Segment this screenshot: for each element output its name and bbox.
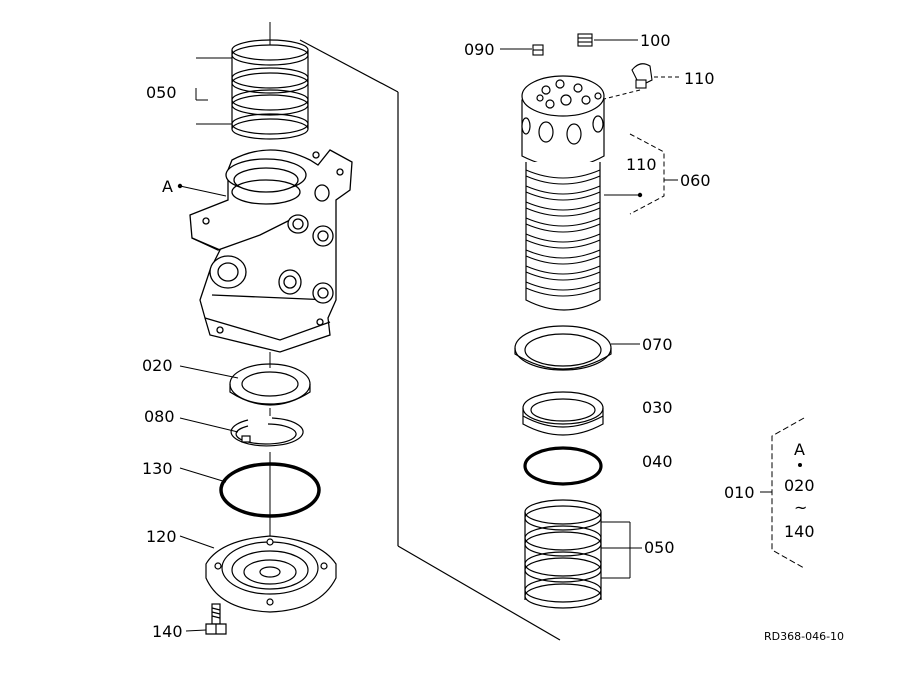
label-130-leader xyxy=(179,467,227,483)
label-080: 080 xyxy=(144,407,175,426)
o-ring-130 xyxy=(219,452,321,540)
label-130: 130 xyxy=(142,459,173,478)
plug-100 xyxy=(577,33,593,47)
label-110-mid: 110 xyxy=(626,155,657,174)
legend-tilde: ~ xyxy=(794,498,807,517)
label-020: 020 xyxy=(142,356,173,375)
bolt-140 xyxy=(205,603,227,635)
bushing-030 xyxy=(522,391,604,436)
label-110-top: 110 xyxy=(684,69,715,88)
label-A-leader xyxy=(179,185,227,197)
seal-ring-stack-top xyxy=(231,22,309,140)
label-070: 070 xyxy=(642,335,673,354)
swivel-housing xyxy=(189,149,353,353)
assembly-frame-lines xyxy=(299,39,561,641)
legend-bracket xyxy=(771,417,805,569)
fitting-110-path xyxy=(599,89,641,101)
label-030: 030 xyxy=(642,398,673,417)
label-140-leader xyxy=(185,629,207,632)
label-020-leader xyxy=(179,365,239,379)
legend-140: 140 xyxy=(784,522,815,541)
legend-A: A xyxy=(794,440,805,459)
label-050-top: 050 xyxy=(146,83,177,102)
label-050-top-bracket xyxy=(195,57,232,125)
label-120: 120 xyxy=(146,527,177,546)
swivel-spool-060 xyxy=(521,75,605,311)
label-050-right-bracket xyxy=(601,521,642,579)
label-100: 100 xyxy=(640,31,671,50)
seal-ring-stack-right xyxy=(524,499,602,609)
spool-ring-grooves xyxy=(525,169,601,297)
label-080-leader xyxy=(179,417,239,433)
thrust-washer-070 xyxy=(514,325,612,371)
flat-washer-020 xyxy=(229,352,311,406)
label-A-dot xyxy=(177,183,183,189)
label-A-left: A xyxy=(162,177,173,196)
drawing-reference: RD368-046-10 xyxy=(764,630,844,643)
o-ring-040 xyxy=(523,446,603,486)
label-090: 090 xyxy=(464,40,495,59)
assembly-legend: 010 A 020 ~ 140 xyxy=(724,417,815,569)
label-050-right: 050 xyxy=(644,538,675,557)
legend-010: 010 xyxy=(724,483,755,502)
label-060: 060 xyxy=(680,171,711,190)
fitting-110-top xyxy=(631,63,653,89)
legend-dot xyxy=(798,463,802,467)
label-140: 140 xyxy=(152,622,183,641)
label-040: 040 xyxy=(642,452,673,471)
plug-090 xyxy=(532,44,544,56)
legend-020: 020 xyxy=(784,476,815,495)
snap-ring-080 xyxy=(230,408,304,447)
label-060-bracket xyxy=(629,133,665,215)
cover-plate-120 xyxy=(205,535,337,613)
label-120-leader xyxy=(179,535,215,549)
